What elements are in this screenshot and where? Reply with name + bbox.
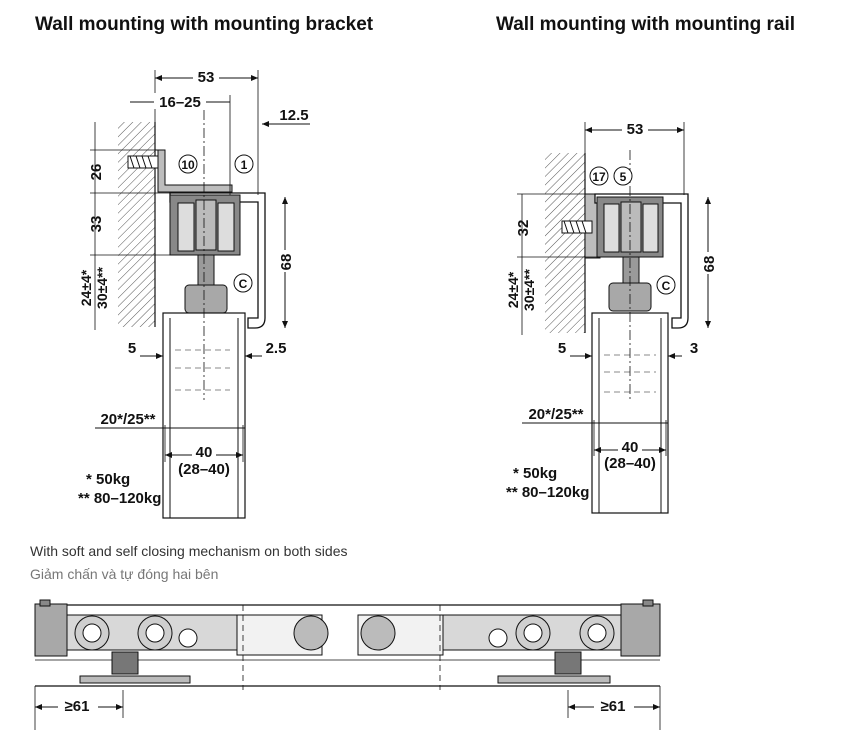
dim-30-right: 30±4** [521, 268, 537, 310]
callout-c-right: C [662, 279, 671, 293]
dim-24-left: 24±4* [78, 269, 94, 306]
callout-10: 10 [181, 158, 195, 172]
dim-2-5: 2.5 [266, 340, 287, 357]
note-vietnamese: Giảm chấn và tự đóng hai bên [30, 566, 219, 582]
rail-drawing: 17 5 C 53 32 24±4* 30±4** 68 5 3 20*/25*… [505, 120, 718, 514]
callout-c-left: C [239, 277, 248, 291]
dim-12-5: 12.5 [279, 107, 308, 124]
dim-24-right: 24±4* [505, 271, 521, 308]
dim-min-61-left: ≥61 [65, 698, 90, 715]
callout-1: 1 [241, 158, 248, 172]
trolley-side-view: ≥61 ≥61 [34, 599, 661, 730]
end-stop-left [34, 603, 68, 657]
note-english: With soft and self closing mechanism on … [30, 543, 348, 559]
door-panel-left [162, 312, 246, 519]
dim-5-right: 5 [558, 340, 566, 357]
dim-min-61-right: ≥61 [601, 698, 626, 715]
load-80-120-right: ** 80–120kg [506, 484, 589, 501]
load-50-right: * 50kg [513, 465, 557, 482]
dim-16-25: 16–25 [159, 94, 201, 111]
dim-5-left: 5 [128, 340, 136, 357]
dim-30-left: 30±4** [94, 266, 110, 308]
dim-68-left: 68 [278, 254, 295, 271]
roller-left [293, 615, 329, 651]
dim-32: 32 [515, 220, 532, 237]
load-50-left: * 50kg [86, 471, 130, 488]
dim-53-left: 53 [198, 69, 215, 86]
dim-20-25-right: 20*/25** [528, 406, 583, 423]
mounting-bracket [155, 149, 233, 193]
dim-28-40-left: (28–40) [178, 461, 230, 478]
bracket-drawing: 10 1 C 53 16–25 12.5 26 33 24±4* 30±4** … [78, 68, 310, 519]
dim-53-right: 53 [627, 121, 644, 138]
dim-28-40-right: (28–40) [604, 455, 656, 472]
dim-3: 3 [690, 340, 698, 357]
end-stop-right [620, 603, 661, 657]
track-profile-right [594, 193, 689, 329]
dim-26: 26 [88, 164, 105, 181]
callout-17: 17 [592, 170, 606, 184]
roller-right [360, 615, 396, 651]
hanger-left [184, 284, 228, 314]
dim-40-right: 40 [622, 439, 639, 456]
dim-68-right: 68 [701, 256, 718, 273]
dim-33: 33 [88, 216, 105, 233]
load-80-120-left: ** 80–120kg [78, 490, 161, 507]
dim-40-left: 40 [196, 444, 213, 461]
title-bracket: Wall mounting with mounting bracket [35, 14, 374, 35]
door-panel-right [591, 312, 669, 514]
callout-5: 5 [620, 170, 627, 184]
title-rail: Wall mounting with mounting rail [496, 14, 796, 35]
wall-hatch-right [545, 153, 585, 333]
wall-screw-right [561, 220, 593, 234]
track-profile-left [169, 192, 266, 329]
wall-screw-left [127, 155, 159, 169]
wall-hatch-left [118, 122, 155, 327]
dim-20-25-left: 20*/25** [100, 411, 155, 428]
